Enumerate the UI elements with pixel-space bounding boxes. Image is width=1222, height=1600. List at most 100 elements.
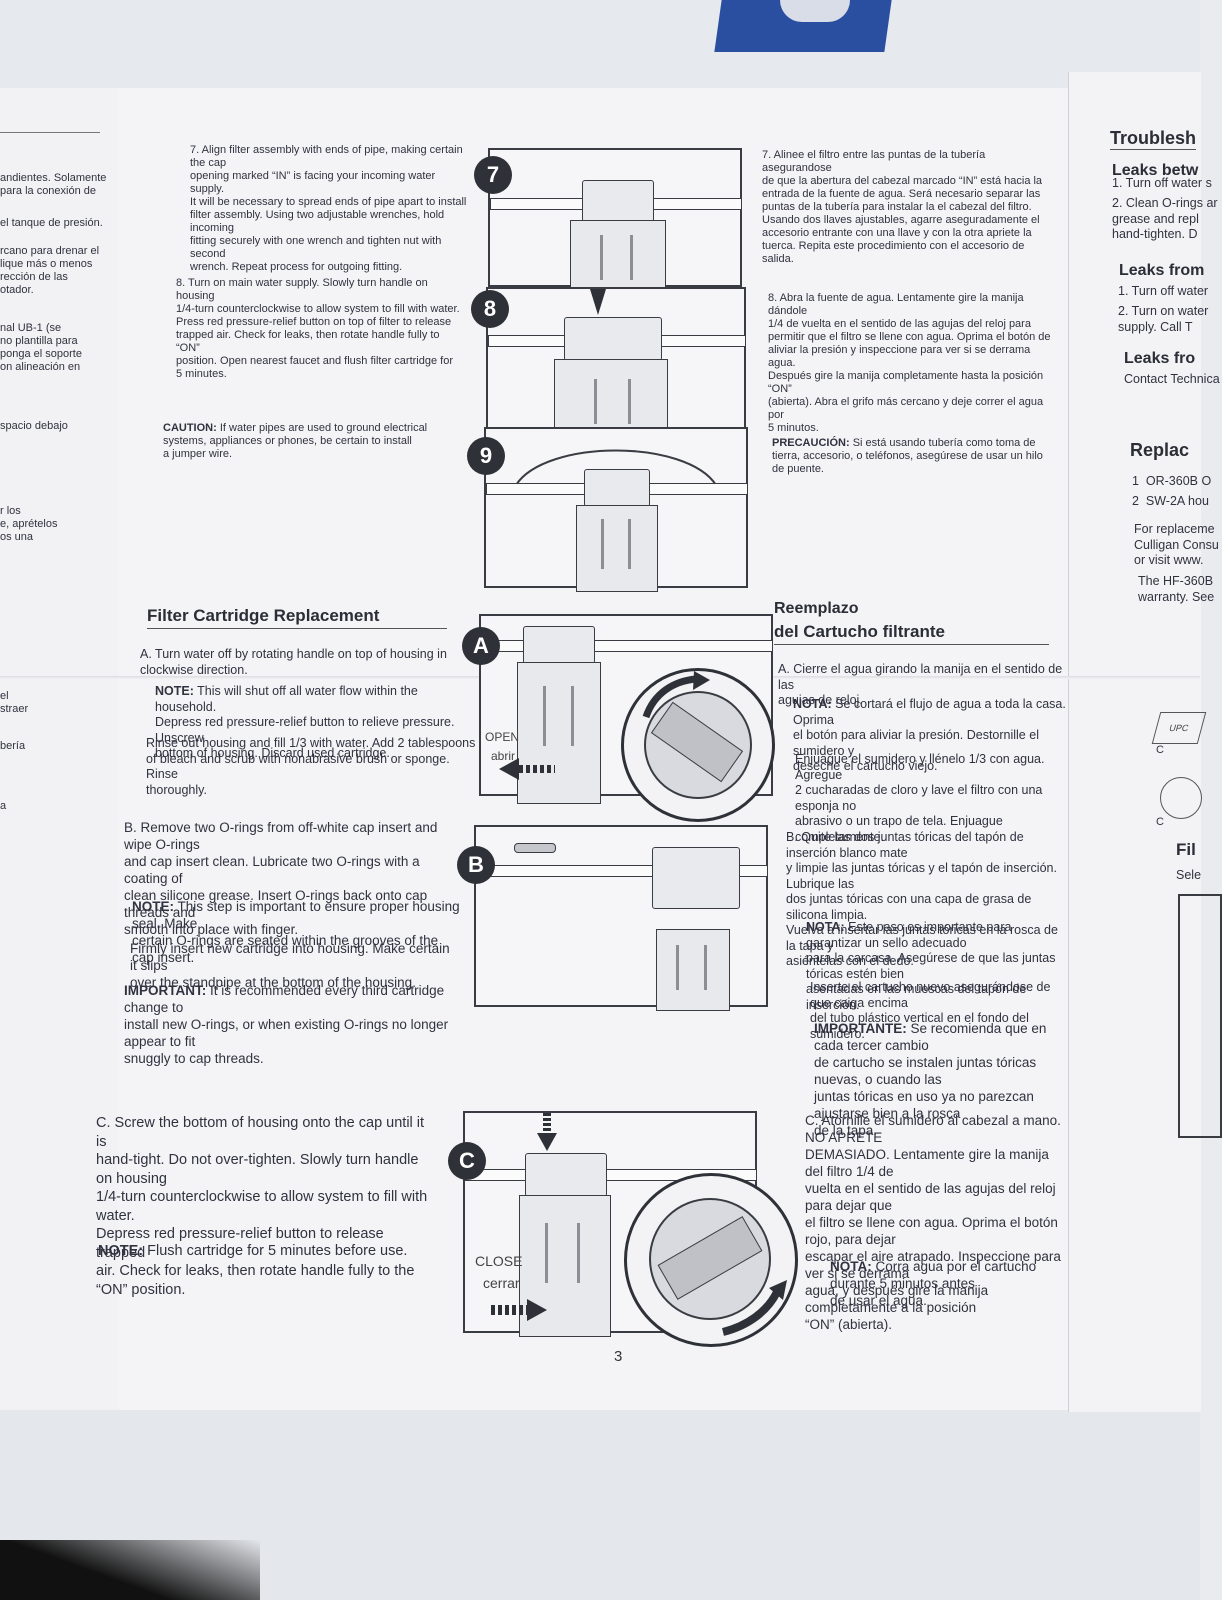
troubleshooting-heading: Troublesh: [1110, 128, 1197, 150]
en-b-note-text: This step is important to ensure proper …: [132, 899, 460, 965]
step-badge-b: B: [457, 846, 495, 884]
seal-c-mark: C: [1156, 816, 1164, 828]
cerrar-label: cerrar: [483, 1275, 520, 1291]
es-b-note-text: Este paso es importante para garantizar …: [806, 920, 1056, 1012]
replacement-part-2: 2 SW-2A hou: [1132, 494, 1209, 508]
left-text-6: r los e, aprételos os una: [0, 505, 58, 543]
es-step-9: PRECAUCIÓN: Si está usando tubería como …: [772, 437, 1062, 476]
clockwise-arrow-icon: [721, 1280, 787, 1336]
en-step-c-note: NOTE: Flush cartridge for 5 minutes befo…: [98, 1242, 438, 1261]
housing-slot: [676, 945, 679, 990]
es-c-note-text: Corra agua por el cartucho durante 5 min…: [830, 1259, 1037, 1308]
filter-cap: [525, 1153, 607, 1197]
en-step-b-important: IMPORTANT: It is recommended every third…: [124, 982, 459, 1067]
es-step-b: B. Quite las dos juntas tóricas del tapó…: [786, 830, 1058, 968]
housing-slot: [545, 1223, 548, 1283]
figure-7: [488, 148, 742, 292]
housing-slot: [594, 379, 597, 424]
en-b-note-label: NOTE:: [132, 899, 174, 914]
leaks-from-step-2: 2. Turn on water supply. Call T: [1118, 304, 1209, 334]
close-label: CLOSE: [475, 1253, 523, 1269]
housing-slot: [628, 379, 631, 424]
clockwise-arrow-icon: [642, 671, 710, 719]
en-step-a-rinse: Rinse out housing and fill 1/3 with wate…: [146, 736, 476, 797]
filter-cap: [652, 847, 740, 909]
leaks-from-heading: Leaks from: [1119, 262, 1205, 279]
open-label: OPEN: [485, 730, 520, 744]
filter-cap: [564, 317, 662, 361]
es-step-b-insert: Inserte el cartucho nuevo asegurándose d…: [810, 980, 1051, 1041]
figure-c: CLOSE cerrar: [463, 1111, 757, 1337]
en-a-note-text: This will shut off all water flow within…: [155, 684, 455, 760]
en-c-note-text: Flush cartridge for 5 minutes before use…: [147, 1243, 408, 1259]
es-a-note-label: NOTA:: [793, 697, 832, 711]
step-badge-8: 8: [471, 290, 509, 328]
step-badge-9: 9: [467, 437, 505, 475]
filter-cap: [582, 180, 654, 222]
filter-heading: Fil: [1176, 840, 1196, 859]
figure-8: [486, 287, 746, 431]
left-text-2: el tanque de presión.: [0, 217, 103, 229]
filter-housing: [517, 662, 601, 804]
filter-housing: [576, 505, 658, 592]
shadow-corner: [0, 1540, 260, 1600]
left-text-8: bería: [0, 740, 26, 752]
left-rule: [0, 132, 100, 133]
housing-slot: [628, 519, 631, 569]
open-arrow-tail: [519, 765, 555, 773]
replacement-contact: For replaceme Culligan Consu or visit ww…: [1134, 522, 1219, 567]
en-section-heading: Filter Cartridge Replacement: [147, 606, 447, 629]
es-b-note-label: NOTA:: [806, 920, 845, 934]
upc-c-mark: C: [1156, 744, 1164, 756]
box-lid-detail: [780, 0, 850, 22]
open-arrow-icon: [499, 758, 519, 780]
housing-slot: [571, 686, 574, 746]
en-step-c: C. Screw the bottom of housing onto the …: [96, 1115, 428, 1298]
housing-slot: [577, 1223, 580, 1283]
press-arrow-icon: [537, 1133, 557, 1151]
es-b-important-label: IMPORTANTE:: [814, 1021, 907, 1036]
en-step-a-note: NOTE: This will shut off all water flow …: [155, 684, 475, 762]
handle-zoom-circle-a: [621, 668, 775, 822]
housing-slot: [600, 235, 603, 280]
filter-housing: [656, 929, 730, 1011]
step-badge-a: A: [462, 627, 500, 665]
es-c-note-label: NOTA:: [830, 1259, 872, 1274]
left-page-panel: [0, 88, 119, 1410]
step-badge-c: C: [448, 1142, 486, 1180]
leaks-from-step-1: 1. Turn off water: [1118, 284, 1209, 298]
es-step-b-note: NOTA: Este paso es importante para garan…: [806, 920, 1068, 1013]
filter-cap: [523, 626, 595, 664]
es-step-a-note: NOTA: Se cortará el flujo de agua a toda…: [793, 697, 1068, 775]
left-text-4: nal UB-1 (se no plantilla para ponga el …: [0, 322, 82, 373]
leaks-between-step-1: 1. Turn off water s: [1112, 176, 1212, 190]
en-step-b-insert: Firmly insert new cartridge into housing…: [130, 941, 450, 990]
leaks-from-2-heading: Leaks fro: [1124, 350, 1196, 367]
filter-housing: [570, 220, 666, 292]
close-arrow-icon: [527, 1299, 547, 1321]
left-text-7: el straer: [0, 690, 29, 715]
es-section-heading-2: del Cartucho filtrante: [774, 622, 1049, 645]
en-step-b: B. Remove two O-rings from off-white cap…: [124, 820, 438, 937]
housing-slot: [630, 235, 633, 280]
en-caution-text: If water pipes are used to ground electr…: [163, 422, 428, 460]
press-arrow-tail: [543, 1113, 551, 1133]
es-step-a: A. Cierre el agua girando la manija en e…: [778, 662, 1063, 707]
es-step-8: 8. Abra la fuente de agua. Lentamente gi…: [768, 292, 1051, 434]
es-step-c: C. Atornille el sumidero al cabezal a ma…: [805, 1113, 1061, 1332]
leaks-between-heading: Leaks betw: [1112, 162, 1199, 179]
leaks-between-step-2: 2. Clean O-rings ar grease and repl hand…: [1112, 196, 1218, 241]
es-b-important-text: Se recomienda que en cada tercer cambio …: [814, 1021, 1047, 1138]
en-step-7: 7. Align filter assembly with ends of pi…: [190, 144, 467, 273]
upc-certification-logo: UPC: [1151, 712, 1207, 744]
shutoff-valve-icon: [514, 843, 556, 853]
left-text-9: a: [0, 800, 7, 812]
en-step-a: A. Turn water off by rotating handle on …: [140, 647, 447, 677]
step-badge-7: 7: [474, 156, 512, 194]
figure-9: [484, 427, 748, 592]
right-column-clip: Troublesh Leaks betw 1. Turn off water s…: [1068, 72, 1222, 1412]
en-step-8: 8. Turn on main water supply. Slowly tur…: [176, 277, 460, 380]
en-step-b-note: NOTE: This step is important to ensure p…: [132, 898, 462, 966]
es-step-7: 7. Alinee el filtro entre las puntas de …: [762, 149, 1043, 265]
select-text: Sele: [1176, 868, 1202, 882]
